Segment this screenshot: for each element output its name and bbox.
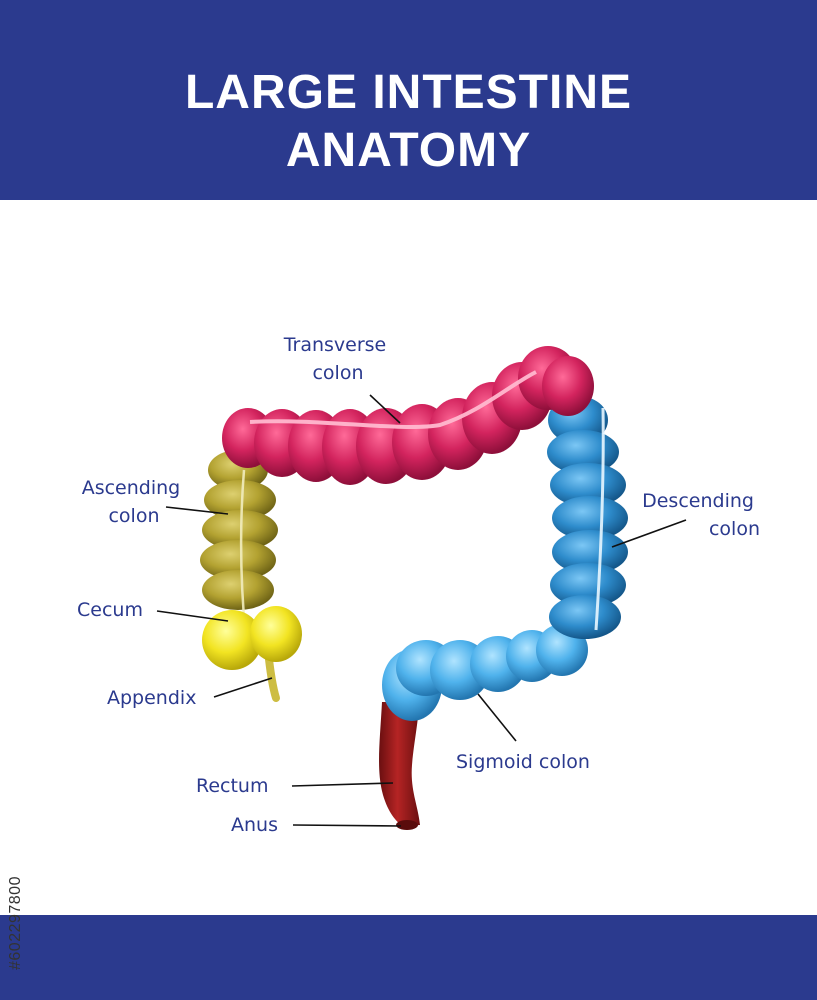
descending-colon-label-line-2: colon [709, 518, 760, 540]
anus-shape [396, 820, 418, 830]
transverse-colon-label-line-2: colon [312, 362, 363, 384]
transverse-colon-label: Transverse colon [283, 334, 393, 384]
descending-colon-leader [611, 519, 687, 548]
appendix-leader [213, 677, 273, 698]
footer-band [0, 915, 817, 1000]
sigmoid-colon-label: Sigmoid colon [456, 751, 590, 773]
rectum-leader [291, 782, 394, 787]
ascending-colon-label: Ascending colon [82, 477, 187, 527]
transverse-colon-leader [369, 394, 401, 424]
ascending-colon-label-line-1: Ascending [82, 477, 181, 499]
sigmoid-colon-leader [477, 693, 517, 742]
transverse-colon-shape [222, 346, 594, 485]
cecum-leader [156, 610, 229, 622]
descending-colon-label: Descending colon [642, 490, 760, 540]
title-line-1: LARGE INTESTINE [184, 66, 633, 119]
appendix-label: Appendix [107, 687, 196, 709]
title-banner: LARGE INTESTINE ANATOMY [0, 0, 817, 200]
ascending-colon-shape [200, 450, 278, 641]
cecum-label: Cecum [77, 599, 143, 621]
cecum-shape [202, 606, 302, 670]
ascending-colon-leader [165, 506, 229, 515]
rectum-label: Rectum [196, 775, 268, 797]
rectum-shape [379, 702, 420, 830]
anus-leader [292, 824, 402, 827]
anus-label: Anus [231, 814, 278, 836]
ascending-colon-label-line-2: colon [108, 505, 159, 527]
descending-colon-shape [547, 396, 628, 639]
stock-id-text: #602297800 [7, 876, 24, 970]
title-line-2: ANATOMY [285, 124, 532, 177]
sigmoid-colon-shape [382, 624, 588, 721]
transverse-colon-label-line-1: Transverse [283, 334, 387, 356]
descending-colon-label-line-1: Descending [642, 490, 754, 512]
